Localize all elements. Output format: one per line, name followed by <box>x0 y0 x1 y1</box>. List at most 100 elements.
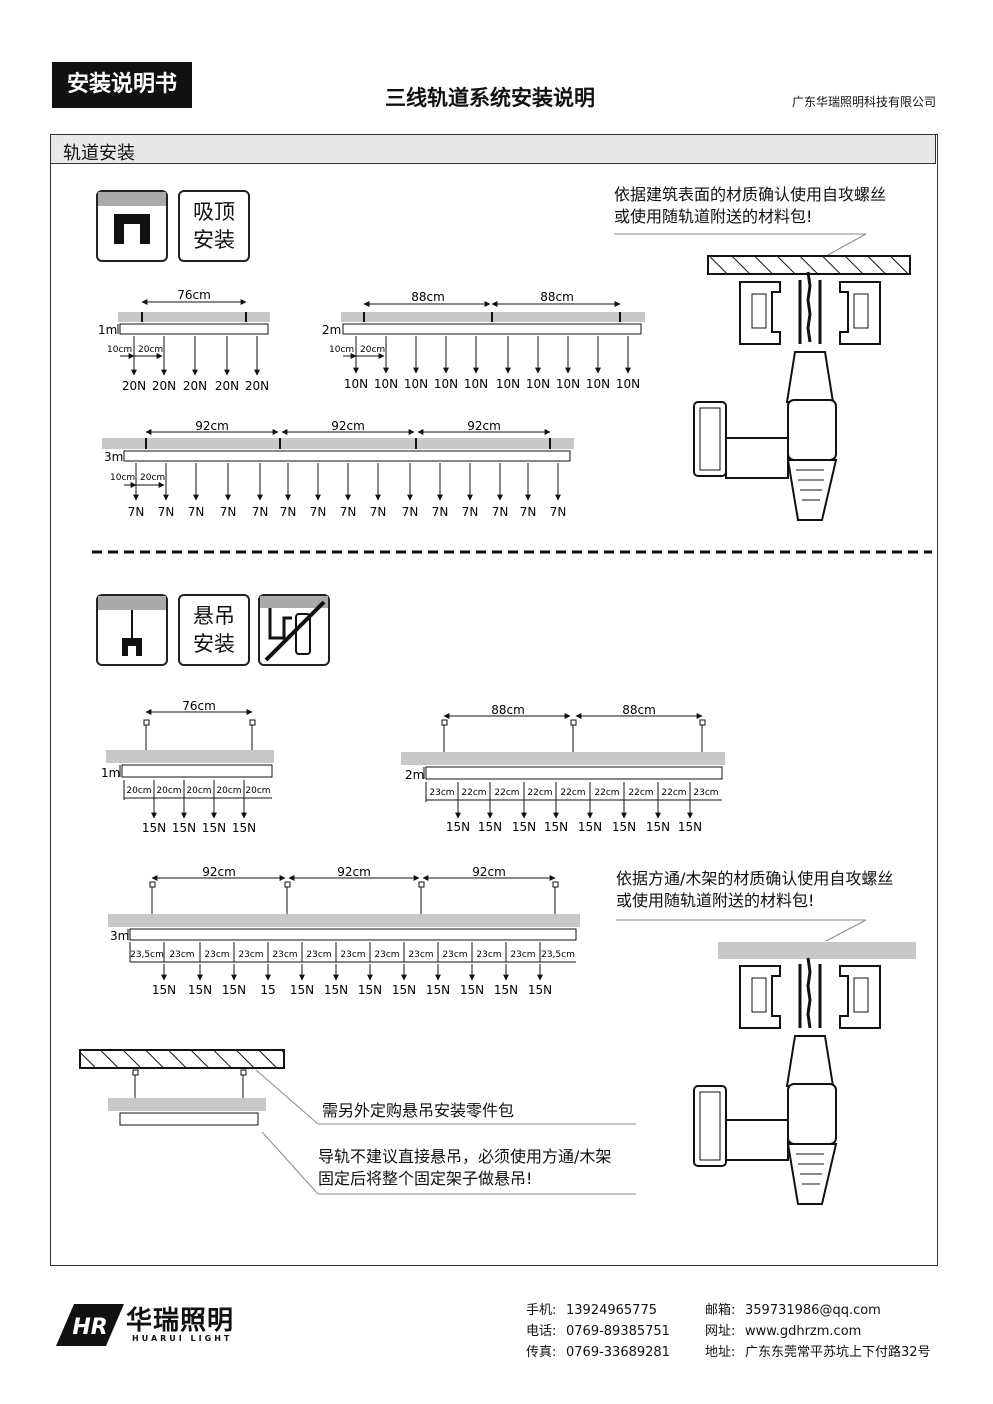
dim-pitch: 23,5cm <box>130 950 164 960</box>
website-link[interactable]: www.gdhrzm.com <box>745 1324 862 1339</box>
ceiling-note-line-2: 或使用随轨道附送的材料包! <box>614 207 813 226</box>
suspended-mount-label-2: 安装 <box>193 632 235 656</box>
load-label: 15N <box>172 821 196 835</box>
suspended-note-line-1: 依据方通/木架的材质确认使用自攻螺丝 <box>616 869 894 888</box>
svg-text:92cm: 92cm <box>467 419 501 433</box>
svg-text:92cm: 92cm <box>337 865 371 879</box>
ceiling-drill-illustration <box>614 233 911 521</box>
load-label: 20N <box>183 379 207 393</box>
svg-text:10N: 10N <box>526 377 550 391</box>
svg-text:88cm: 88cm <box>491 703 525 717</box>
svg-text:10N: 10N <box>556 377 580 391</box>
dim-spacing: 88cm <box>540 290 574 304</box>
dim-pitch: 23cm <box>476 950 501 960</box>
load-label: 15N <box>494 983 518 997</box>
dim-pitch: 23cm <box>408 950 433 960</box>
dim-pitch: 20cm <box>156 786 181 796</box>
ceiling-rail-2m: 88cm 88cm 2m 10cm 20cm <box>322 290 645 359</box>
load-label: 15N <box>678 820 702 834</box>
address: 广东东莞常平苏坑上下付路32号 <box>745 1345 931 1360</box>
svg-text:92cm: 92cm <box>202 865 236 879</box>
mobile-number: 13924965775 <box>566 1303 657 1318</box>
dim-pitch: 23cm <box>374 950 399 960</box>
dim-pitch: 23cm <box>429 788 454 798</box>
dim-pitch: 23cm <box>204 950 229 960</box>
load-label: 15N <box>512 820 536 834</box>
load-label: 20N <box>215 379 239 393</box>
rail-length: 2m <box>322 323 341 337</box>
dim-spacing: 88cm <box>411 290 445 304</box>
load-label: 7N <box>550 505 567 519</box>
dim-pitch: 22cm <box>494 788 519 798</box>
address-label: 地址: <box>705 1345 736 1360</box>
ceiling-mount-note: 依据建筑表面的材质确认使用自攻螺丝 或使用随轨道附送的材料包! <box>614 184 886 228</box>
suspended-mount-label-1: 悬吊 <box>193 604 235 628</box>
suspended-note-line-2: 或使用随轨道附送的材料包! <box>616 891 815 910</box>
no-direct-drill-icon <box>258 594 330 666</box>
kit-note: 需另外定购悬吊安装零件包 <box>322 1101 515 1120</box>
section-title: 轨道安装 <box>63 143 135 164</box>
company-name: 广东华瑞照明科技有限公司 <box>791 95 936 109</box>
fax-label: 传真: <box>526 1345 557 1360</box>
load-label: 7N <box>370 505 387 519</box>
ceiling-mount-label-box: 吸顶 安装 <box>178 190 250 262</box>
ceiling-note-line-1: 依据建筑表面的材质确认使用自攻螺丝 <box>614 185 887 204</box>
load-label: 15 <box>260 983 275 997</box>
dim-pitch: 23cm <box>169 950 194 960</box>
load-label: 15N <box>392 983 416 997</box>
suspension-detail <box>79 1049 636 1195</box>
load-label: 7N <box>128 505 145 519</box>
ceiling-mount-label-1: 吸顶 <box>193 200 235 224</box>
load-label: 15N <box>188 983 212 997</box>
dim-pitch: 22cm <box>560 788 585 798</box>
brand-en: HUARUI LIGHT <box>132 1334 233 1343</box>
load-label: 15N <box>202 821 226 835</box>
contact-left: 手机:13924965775 电话:0769-89385751 传真:0769-… <box>526 1300 670 1363</box>
svg-text:3m: 3m <box>104 450 123 464</box>
dim-pitch: 23cm <box>340 950 365 960</box>
load-label: 7N <box>252 505 269 519</box>
suspended-mount-label-box: 悬吊 安装 <box>178 594 250 666</box>
dim-pitch: 20cm <box>138 345 163 355</box>
ceiling-rail-2m-loads: 10N 10N 10N 10N 10N 10N 10N 10N 10N 10N <box>344 336 640 391</box>
svg-text:1m: 1m <box>101 766 120 780</box>
load-label: 15N <box>232 821 256 835</box>
load-label: 7N <box>520 505 537 519</box>
load-label: 7N <box>220 505 237 519</box>
load-label: 15N <box>446 820 470 834</box>
load-label: 15N <box>528 983 552 997</box>
rail-length: 1m <box>98 323 117 337</box>
ceiling-mount-label-2: 安装 <box>193 228 235 252</box>
dim-pitch: 23cm <box>306 950 331 960</box>
dim-pitch: 20cm <box>216 786 241 796</box>
ceiling-rail-1m: 76cm 1m 10cm 20cm <box>98 288 270 359</box>
svg-text:10N: 10N <box>616 377 640 391</box>
load-label: 15N <box>426 983 450 997</box>
svg-text:10N: 10N <box>434 377 458 391</box>
load-label: 20N <box>122 379 146 393</box>
svg-text:2m: 2m <box>405 768 424 782</box>
suspended-drill-illustration <box>616 919 916 1205</box>
load-label: 15N <box>324 983 348 997</box>
mobile-label: 手机: <box>526 1303 557 1318</box>
load-label: 15N <box>152 983 176 997</box>
phone-label: 电话: <box>526 1324 557 1339</box>
section-header: 轨道安装 <box>50 134 936 164</box>
dim-pitch: 20cm <box>126 786 151 796</box>
dim-pitch: 22cm <box>461 788 486 798</box>
load-label: 20N <box>152 379 176 393</box>
warning-line-1: 导轨不建议直接悬吊，必须使用方通/木架 <box>318 1147 612 1166</box>
load-label: 15N <box>544 820 568 834</box>
email-link[interactable]: 359731986@qq.com <box>745 1303 881 1318</box>
load-label: 15N <box>358 983 382 997</box>
dim-pitch: 23cm <box>238 950 263 960</box>
contact-right: 邮箱:359731986@qq.com 网址:www.gdhrzm.com 地址… <box>705 1300 931 1363</box>
page-title: 三线轨道系统安装说明 <box>385 86 595 110</box>
svg-text:88cm: 88cm <box>622 703 656 717</box>
load-label: 7N <box>310 505 327 519</box>
